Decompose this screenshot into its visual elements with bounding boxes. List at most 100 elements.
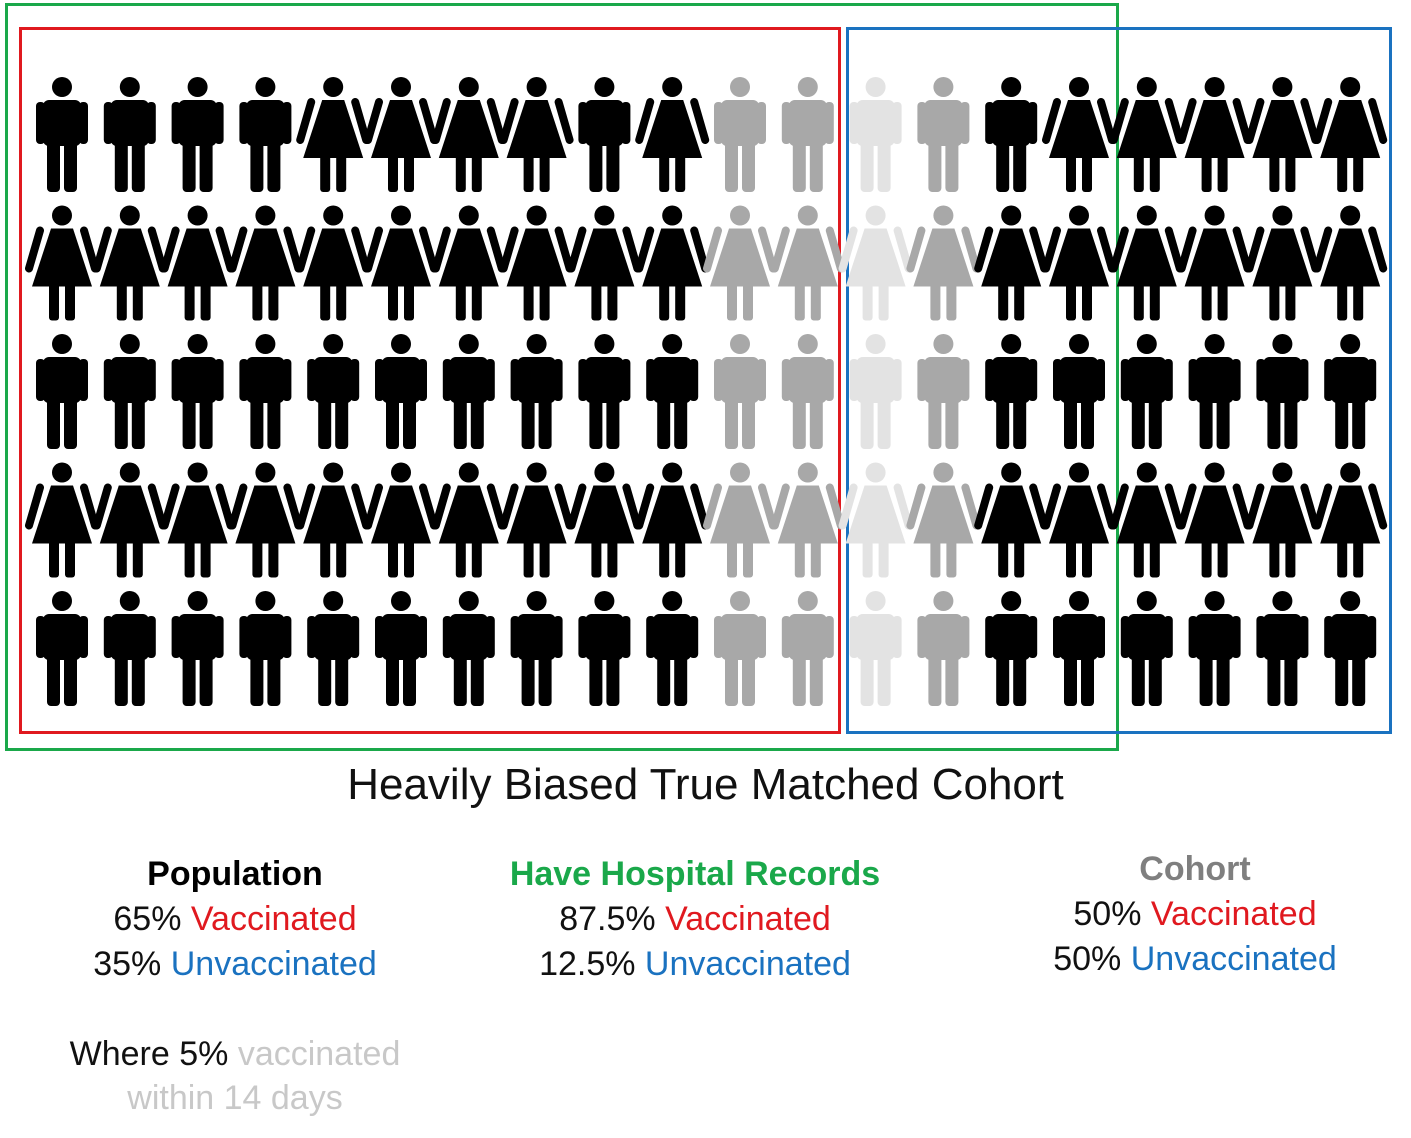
woman-person-icon — [296, 205, 371, 321]
population-person-grid — [25, 77, 1388, 706]
man-person-icon — [1120, 591, 1173, 706]
figure-caption: Heavily Biased True Matched Cohort — [347, 760, 1064, 809]
population-unvaccinated-pct: 35% — [93, 945, 162, 983]
man-person-icon — [103, 77, 156, 192]
woman-person-icon — [770, 462, 845, 578]
woman-person-icon — [92, 462, 167, 578]
man-person-icon — [646, 334, 699, 449]
hospital-records-vaccinated-label: Vaccinated — [665, 900, 831, 938]
man-person-icon — [510, 334, 563, 449]
woman-person-icon — [906, 462, 981, 578]
man-person-icon — [1053, 591, 1105, 706]
man-person-icon — [103, 334, 156, 449]
woman-person-icon — [1313, 77, 1388, 192]
hospital-records-vaccinated-line: 87.5% Vaccinated — [470, 897, 920, 942]
hospital-records-unvaccinated-line: 12.5% Unvaccinated — [470, 942, 920, 987]
woman-person-icon — [838, 462, 913, 578]
woman-person-icon — [499, 77, 574, 192]
man-person-icon — [1188, 591, 1241, 706]
hospital-records-unvaccinated-pct: 12.5% — [539, 945, 636, 983]
man-person-icon — [1188, 334, 1241, 449]
woman-person-icon — [228, 462, 303, 578]
man-person-icon — [36, 591, 88, 706]
man-person-icon — [917, 334, 970, 449]
woman-person-icon — [838, 205, 913, 321]
population-vaccinated-pct: 65% — [113, 900, 182, 938]
woman-person-icon — [974, 462, 1049, 578]
woman-person-icon — [25, 205, 99, 321]
population-unvaccinated-line: 35% Unvaccinated — [40, 942, 430, 987]
man-person-icon — [646, 591, 699, 706]
woman-person-icon — [906, 205, 981, 321]
woman-person-icon — [1042, 77, 1116, 192]
man-person-icon — [171, 591, 224, 706]
recent-vaccination-note: Where 5% vaccinated within 14 days — [30, 1032, 440, 1120]
man-person-icon — [307, 591, 360, 706]
woman-person-icon — [1313, 205, 1388, 321]
hospital-records-unvaccinated-label: Unvaccinated — [644, 945, 851, 983]
population-summary: Population 65% Vaccinated 35% Unvaccinat… — [40, 852, 430, 987]
man-person-icon — [985, 77, 1038, 192]
cohort-vaccinated-label: Vaccinated — [1150, 895, 1317, 933]
cohort-vaccinated-line: 50% Vaccinated — [1000, 892, 1390, 937]
man-person-icon — [985, 591, 1038, 706]
have-hospital-records-frame — [5, 3, 1119, 751]
woman-person-icon — [635, 77, 710, 192]
hospital-records-summary: Have Hospital Records 87.5% Vaccinated 1… — [470, 852, 920, 987]
man-person-icon — [442, 334, 495, 449]
cohort-vaccinated-pct: 50% — [1073, 895, 1142, 933]
woman-person-icon — [499, 205, 574, 321]
note-faded-1: vaccinated — [237, 1035, 401, 1073]
woman-person-icon — [703, 462, 777, 578]
man-person-icon — [1053, 334, 1105, 449]
note-lead: Where 5% — [69, 1035, 229, 1073]
woman-person-icon — [364, 462, 438, 578]
note-line-1: Where 5% vaccinated — [30, 1032, 440, 1076]
man-person-icon — [1120, 334, 1173, 449]
man-person-icon — [239, 77, 292, 192]
woman-person-icon — [1109, 77, 1184, 192]
woman-person-icon — [567, 462, 642, 578]
population-vaccinated-line: 65% Vaccinated — [40, 897, 430, 942]
man-person-icon — [239, 334, 292, 449]
man-person-icon — [849, 77, 902, 192]
man-person-icon — [578, 591, 631, 706]
woman-person-icon — [1245, 77, 1320, 192]
woman-person-icon — [635, 205, 710, 321]
man-person-icon — [985, 334, 1038, 449]
woman-person-icon — [1177, 205, 1252, 321]
woman-person-icon — [974, 205, 1049, 321]
man-person-icon — [442, 591, 495, 706]
man-person-icon — [239, 591, 292, 706]
woman-person-icon — [431, 205, 506, 321]
woman-person-icon — [431, 462, 506, 578]
woman-person-icon — [703, 205, 777, 321]
man-person-icon — [1324, 334, 1377, 449]
woman-person-icon — [228, 205, 303, 321]
woman-person-icon — [160, 205, 235, 321]
man-person-icon — [714, 591, 766, 706]
woman-person-icon — [431, 77, 506, 192]
woman-person-icon — [1245, 205, 1320, 321]
hospital-records-vaccinated-pct: 87.5% — [559, 900, 656, 938]
woman-person-icon — [92, 205, 167, 321]
hospital-records-title: Have Hospital Records — [509, 855, 881, 893]
woman-person-icon — [160, 462, 235, 578]
man-person-icon — [375, 334, 427, 449]
man-person-icon — [1256, 591, 1309, 706]
man-person-icon — [714, 77, 766, 192]
man-person-icon — [781, 77, 834, 192]
note-faded-2: within 14 days — [127, 1079, 343, 1117]
population-title: Population — [147, 855, 323, 893]
woman-person-icon — [499, 462, 574, 578]
unvaccinated-group-frame — [846, 27, 1392, 734]
woman-person-icon — [1042, 462, 1116, 578]
man-person-icon — [375, 591, 427, 706]
man-person-icon — [36, 334, 88, 449]
woman-person-icon — [1245, 462, 1320, 578]
woman-person-icon — [1042, 205, 1116, 321]
man-person-icon — [171, 77, 224, 192]
woman-person-icon — [1109, 205, 1184, 321]
man-person-icon — [103, 591, 156, 706]
woman-person-icon — [635, 462, 710, 578]
